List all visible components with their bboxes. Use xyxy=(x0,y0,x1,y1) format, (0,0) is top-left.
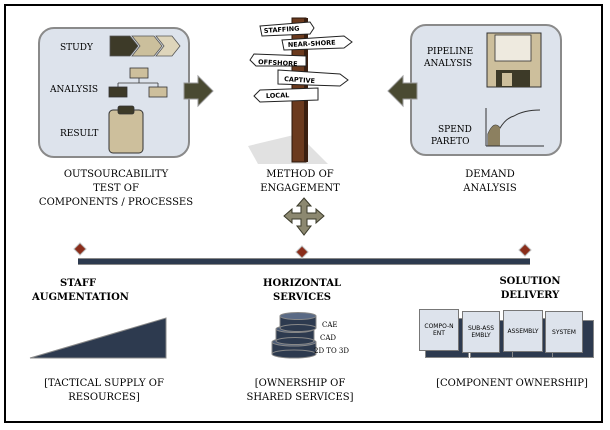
pipeline-label-2: ANALYSIS xyxy=(424,59,473,69)
clipboard-icon xyxy=(108,105,144,154)
spend-label-1: SPEND xyxy=(438,125,472,135)
sign-near-shore: NEAR-SHORE xyxy=(288,39,336,49)
layer-stack-icon xyxy=(271,312,317,359)
diamond-marker-left xyxy=(73,242,87,256)
system-box: SYSTEM xyxy=(545,311,583,353)
sub-assembly-label: SUB-ASSEMBLY xyxy=(467,325,495,339)
outsourcability-caption-3: COMPONENTS / PROCESSES xyxy=(38,197,194,208)
layer-cad: CAD xyxy=(320,334,337,342)
outsourcability-caption-2: TEST OF xyxy=(93,183,139,194)
horizontal-caption-2: SHARED SERVICES] xyxy=(246,392,354,403)
signpost-icon: STAFFING NEAR-SHORE OFFSHORE CAPTIVE LOC… xyxy=(248,17,353,164)
result-label: RESULT xyxy=(60,129,99,139)
staff-title-2: AUGMENTATION xyxy=(32,292,129,303)
study-chevrons-icon xyxy=(109,35,181,57)
staff-wedge-icon xyxy=(29,317,167,359)
pipeline-floppy-icon xyxy=(486,32,542,88)
horizontal-caption-1: [OWNERSHIP OF xyxy=(254,378,346,389)
sub-assembly-box: SUB-ASSEMBLY xyxy=(462,311,500,353)
sign-staffing: STAFFING xyxy=(264,25,300,35)
timeline-bar xyxy=(78,258,530,265)
sign-local: LOCAL xyxy=(266,91,290,100)
pipeline-label-1: PIPELINE xyxy=(427,47,474,57)
outsourcability-caption-1: OUTSOURCABILITY xyxy=(63,169,169,180)
diamond-marker-right xyxy=(518,243,532,257)
demand-caption-1: DEMAND xyxy=(465,169,515,180)
component-label: COMPO-NENT xyxy=(424,323,454,337)
four-way-arrow-icon xyxy=(283,197,325,236)
left-arrow-icon xyxy=(183,74,214,108)
assembly-box: ASSEMBLY xyxy=(503,310,543,352)
right-arrow-icon xyxy=(387,74,418,108)
solution-title-1: SOLUTION xyxy=(499,276,561,287)
staff-caption-2: RESOURCES] xyxy=(68,392,140,403)
diagram-frame xyxy=(4,4,603,423)
sign-captive: CAPTIVE xyxy=(284,75,315,85)
study-label: STUDY xyxy=(60,43,93,53)
horizontal-title-1: HORIZONTAL xyxy=(263,278,341,289)
diamond-marker-center xyxy=(295,245,309,259)
sign-offshore: OFFSHORE xyxy=(258,58,298,68)
spend-label-2: PARETO xyxy=(431,137,470,147)
analysis-label: ANALYSIS xyxy=(50,85,99,95)
horizontal-title-2: SERVICES xyxy=(272,292,332,303)
org-chart-icon xyxy=(108,67,168,98)
staff-caption-1: [TACTICAL SUPPLY OF xyxy=(44,378,164,389)
component-box: COMPO-NENT xyxy=(419,309,459,351)
assembly-label: ASSEMBLY xyxy=(507,327,539,335)
engagement-caption-1: METHOD OF xyxy=(266,169,334,180)
engagement-caption-2: ENGAGEMENT xyxy=(260,183,340,194)
layer-cae: CAE xyxy=(322,321,338,329)
solution-caption: [COMPONENT OWNERSHIP] xyxy=(436,378,588,389)
layer-2d-to-3d: 2D TO 3D xyxy=(314,347,349,355)
demand-caption-2: ANALYSIS xyxy=(463,183,517,194)
system-label: SYSTEM xyxy=(552,328,576,336)
staff-title-1: STAFF xyxy=(60,278,97,289)
spend-pareto-icon xyxy=(485,108,544,147)
solution-title-2: DELIVERY xyxy=(500,290,560,301)
